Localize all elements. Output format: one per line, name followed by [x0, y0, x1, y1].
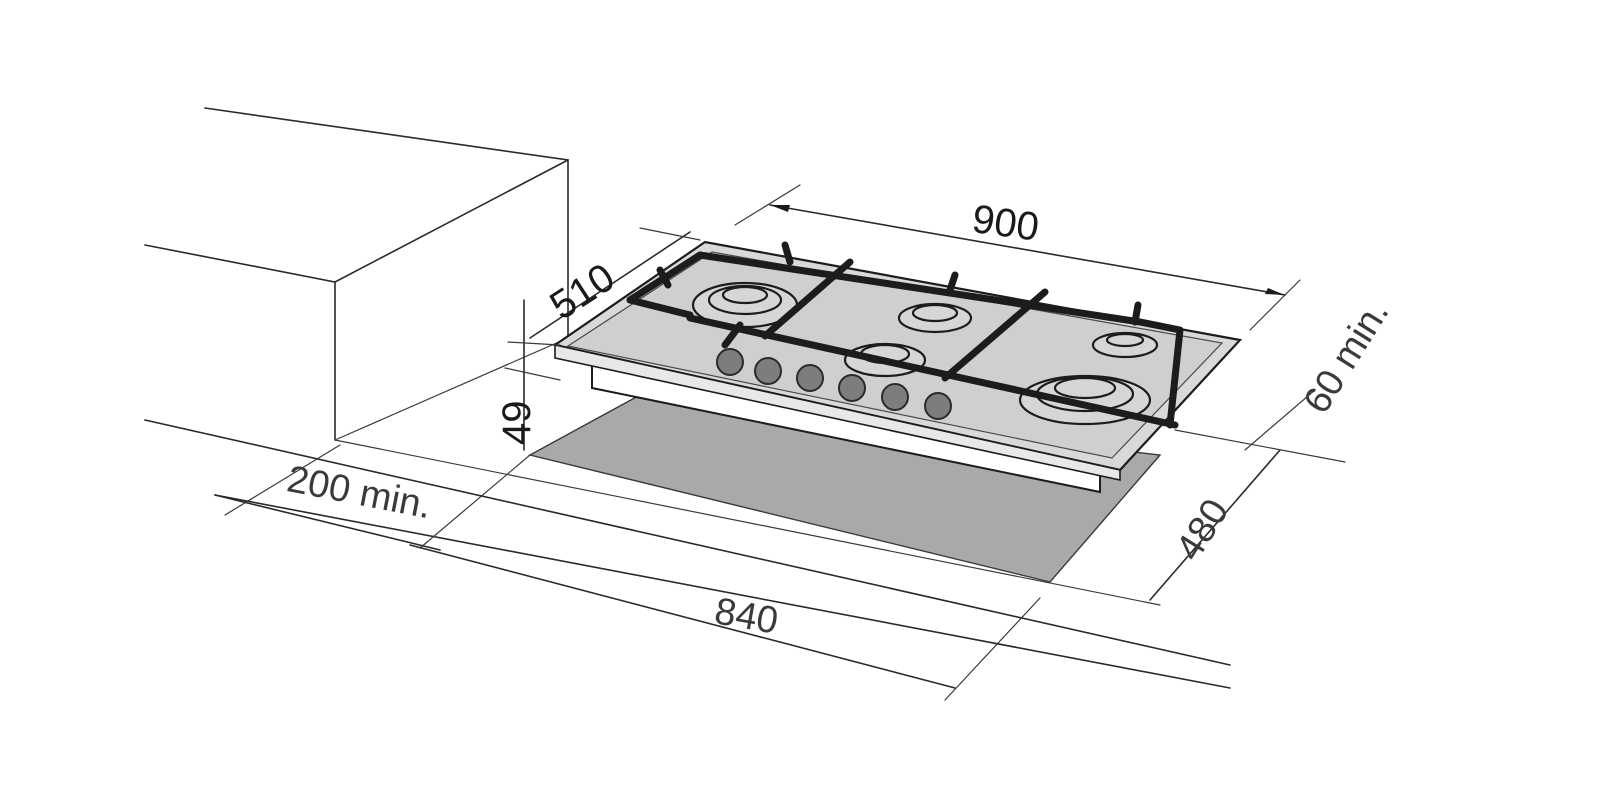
burner-rear-left: [691, 281, 799, 329]
label-60-min: 60 min.: [1296, 293, 1398, 421]
adjacent-cabinet: [144, 107, 569, 441]
dimension-hob-width: 900: [734, 184, 1301, 331]
dimension-cutout-width: 840: [409, 544, 1041, 701]
control-knobs: [716, 348, 952, 420]
burner-rear-right: [1091, 331, 1159, 359]
burner-rear-centre: [897, 302, 973, 334]
dimension-hob-height: 49: [495, 299, 561, 451]
knob-4: [838, 374, 866, 402]
label-900: 900: [969, 197, 1041, 250]
dimension-cutout-depth: 480: [1149, 449, 1281, 601]
pan-supports: [626, 241, 1184, 429]
gas-hob: [552, 240, 1243, 494]
label-480: 480: [1168, 492, 1237, 568]
dimension-rear-clearance: 60 min.: [1244, 293, 1398, 451]
knob-2: [754, 357, 782, 385]
label-840: 840: [711, 590, 781, 642]
dimension-side-clearance: 200 min.: [214, 444, 531, 551]
worktop: [144, 419, 1346, 689]
label-49: 49: [495, 401, 539, 446]
knob-6: [924, 392, 952, 420]
knob-1: [716, 348, 744, 376]
knob-5: [881, 383, 909, 411]
knob-3: [796, 364, 824, 392]
